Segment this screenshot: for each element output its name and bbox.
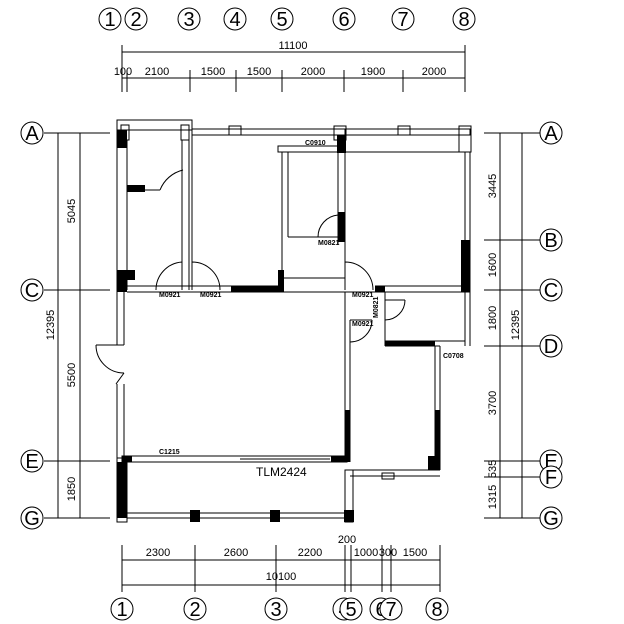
dim-top-seg-2: 2100 bbox=[145, 66, 169, 78]
axis-bubble-top-2 bbox=[124, 7, 148, 31]
left-dimension-lines: 12395 5045 5500 1850 bbox=[44, 132, 110, 519]
axis-label-bottom-5: 5 bbox=[345, 599, 356, 621]
doors bbox=[95, 169, 406, 385]
axis-bubble-left-E bbox=[20, 449, 44, 473]
dim-top-seg-5: 2000 bbox=[301, 66, 325, 78]
top-dimension-lines: 11100 100 2100 1500 1500 2000 1900 2000 bbox=[114, 40, 466, 92]
axis-label-right-G: G bbox=[543, 508, 559, 530]
tag-m0921-c: M0921 bbox=[352, 292, 374, 299]
dim-bottom-seg-7: 1500 bbox=[403, 547, 427, 559]
axis-label-bottom-1: 1 bbox=[116, 599, 127, 621]
axis-label-right-F: F bbox=[545, 467, 557, 489]
axis-label-bottom-2: 2 bbox=[189, 599, 200, 621]
dim-left-seg-3: 1850 bbox=[66, 477, 78, 501]
dim-top-total: 11100 bbox=[279, 40, 308, 52]
axis-bubble-left-G bbox=[20, 506, 44, 530]
axis-label-left-E: E bbox=[25, 451, 38, 473]
axis-bubble-left-C bbox=[20, 278, 44, 302]
axis-bubble-bottom-2 bbox=[183, 597, 207, 621]
dim-bottom-seg-6: 300 bbox=[379, 547, 397, 559]
dim-top-seg-4: 1500 bbox=[247, 66, 271, 78]
right-dimension-lines: 12395 3445 1600 1800 3700 535 1315 bbox=[484, 132, 540, 519]
walls bbox=[116, 119, 472, 523]
axis-bubble-top-5 bbox=[270, 7, 294, 31]
axis-bubble-top-3 bbox=[177, 7, 201, 31]
axis-label-left-G: G bbox=[24, 508, 40, 530]
axis-bubble-bottom-8 bbox=[425, 597, 449, 621]
dim-bottom-seg-1: 2300 bbox=[146, 547, 170, 559]
dim-right-total: 12395 bbox=[510, 310, 522, 341]
axis-bubble-top-1 bbox=[98, 7, 122, 31]
tag-m0921-a: M0921 bbox=[159, 292, 181, 299]
axis-bubble-top-8 bbox=[452, 7, 476, 31]
axis-label-right-D: D bbox=[544, 336, 558, 358]
axis-bubble-bottom-1 bbox=[110, 597, 134, 621]
dim-right-seg-1: 3445 bbox=[487, 174, 499, 198]
dim-right-seg-4: 3700 bbox=[487, 391, 499, 415]
axis-label-top-4: 4 bbox=[229, 9, 240, 31]
dim-right-seg-6: 1315 bbox=[487, 485, 499, 509]
opening-tags: C0910 M0821 M0921 M0921 M0921 M0921 M082… bbox=[159, 140, 464, 479]
left-axis-markers: A C E G bbox=[20, 121, 44, 530]
dim-bottom-total: 10100 bbox=[266, 571, 297, 583]
axis-bubble-top-7 bbox=[391, 7, 415, 31]
dim-right-seg-3: 1800 bbox=[487, 306, 499, 330]
dim-right-seg-2: 1600 bbox=[487, 253, 499, 277]
tag-m0921-b: M0921 bbox=[200, 292, 222, 299]
axis-bubble-bottom-7 bbox=[379, 597, 403, 621]
dim-left-seg-2: 5500 bbox=[66, 363, 78, 387]
axis-bubble-left-A bbox=[20, 121, 44, 145]
axis-label-bottom-3: 3 bbox=[270, 599, 281, 621]
axis-bubble-top-6 bbox=[332, 7, 356, 31]
columns bbox=[117, 130, 470, 522]
tag-c1215: C1215 bbox=[159, 449, 180, 456]
dim-top-seg-6: 1900 bbox=[361, 66, 385, 78]
tag-m0921-d: M0921 bbox=[352, 321, 374, 328]
axis-label-top-7: 7 bbox=[397, 9, 408, 31]
dim-bottom-seg-4: 200 bbox=[338, 534, 356, 546]
tag-c0708: C0708 bbox=[443, 353, 464, 360]
axis-label-top-6: 6 bbox=[338, 9, 349, 31]
tag-m0821-top: M0821 bbox=[318, 240, 340, 247]
tag-tlm2424: TLM2424 bbox=[256, 465, 307, 479]
dim-left-total: 12395 bbox=[45, 310, 57, 341]
axis-label-right-A: A bbox=[544, 123, 558, 145]
dim-top-seg-7: 2000 bbox=[422, 66, 446, 78]
axis-label-top-3: 3 bbox=[183, 9, 194, 31]
dim-right-seg-5: 535 bbox=[487, 460, 499, 478]
right-axis-markers: A B C D E F G bbox=[539, 121, 563, 530]
dim-left-seg-1: 5045 bbox=[66, 199, 78, 223]
dim-top-seg-3: 1500 bbox=[201, 66, 225, 78]
bottom-dimension-lines: 2300 2600 2200 200 1000 300 1500 10100 bbox=[121, 534, 441, 592]
dim-top-seg-1: 100 bbox=[114, 66, 132, 78]
axis-label-bottom-7: 7 bbox=[385, 599, 396, 621]
tag-c0910: C0910 bbox=[305, 140, 326, 147]
axis-label-left-A: A bbox=[25, 123, 39, 145]
axis-bubble-top-4 bbox=[223, 7, 247, 31]
axis-bubble-bottom-5 bbox=[339, 597, 363, 621]
dim-bottom-seg-2: 2600 bbox=[224, 547, 248, 559]
axis-label-right-C: C bbox=[544, 280, 558, 302]
axis-label-top-1: 1 bbox=[104, 9, 115, 31]
bottom-axis-markers: 1 2 3 4 5 6 7 8 bbox=[110, 597, 449, 621]
axis-label-top-5: 5 bbox=[276, 9, 287, 31]
dim-bottom-seg-3: 2200 bbox=[298, 547, 322, 559]
dim-bottom-seg-5: 1000 bbox=[354, 547, 378, 559]
tag-m0821-side: M0821 bbox=[373, 296, 380, 318]
axis-label-bottom-8: 8 bbox=[431, 599, 442, 621]
axis-label-top-8: 8 bbox=[458, 9, 469, 31]
axis-label-left-C: C bbox=[25, 280, 39, 302]
top-axis-markers: 1 2 3 4 5 6 7 8 bbox=[98, 7, 476, 31]
axis-label-top-2: 2 bbox=[130, 9, 141, 31]
axis-bubble-bottom-3 bbox=[264, 597, 288, 621]
axis-label-right-B: B bbox=[544, 230, 557, 252]
